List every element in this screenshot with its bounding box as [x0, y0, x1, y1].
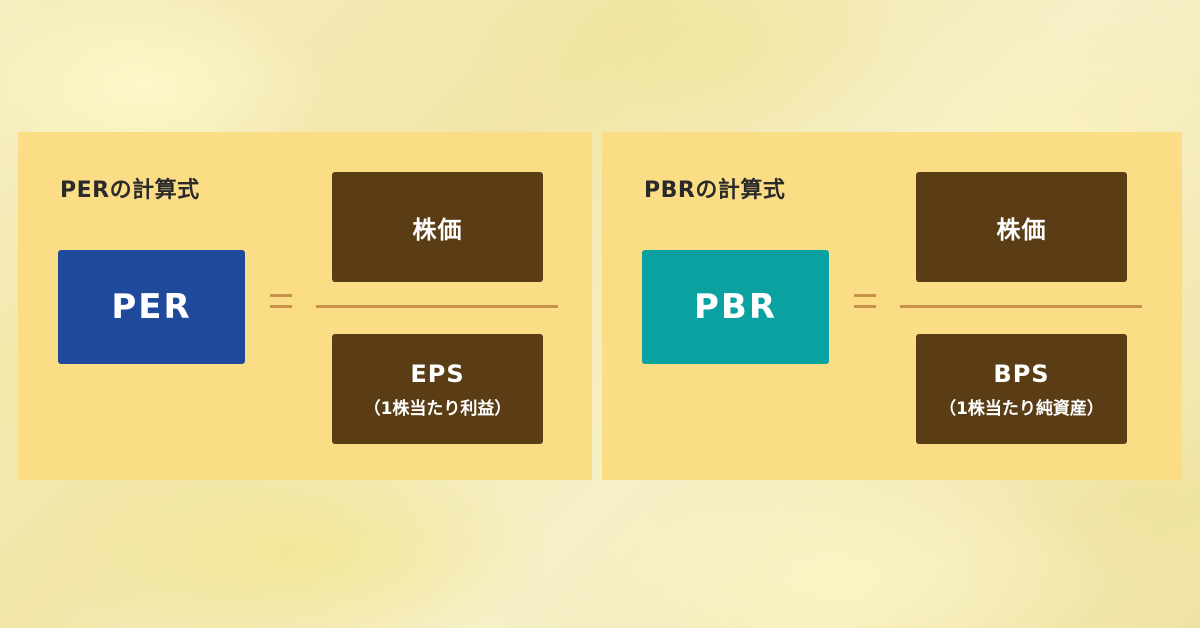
per-result-box: PER [58, 250, 245, 364]
pbr-formula-panel: PBRの計算式 PBR 株価 BPS （1株当たり純資産） [602, 132, 1182, 480]
pbr-denominator-sublabel: （1株当たり純資産） [939, 398, 1104, 419]
pbr-denominator-box: BPS （1株当たり純資産） [916, 334, 1127, 444]
pbr-numerator-label: 株価 [996, 215, 1047, 244]
pbr-numerator-box: 株価 [916, 172, 1127, 282]
pbr-fraction-line [900, 305, 1142, 308]
per-fraction-line [316, 305, 558, 308]
per-denominator-box: EPS （1株当たり利益） [332, 334, 543, 444]
per-formula-panel: PERの計算式 PER 株価 EPS （1株当たり利益） [18, 132, 592, 480]
pbr-panel-title: PBRの計算式 [644, 178, 786, 203]
per-denominator-sublabel: （1株当たり利益） [363, 398, 512, 419]
per-panel-title: PERの計算式 [60, 178, 200, 203]
per-numerator-label: 株価 [412, 215, 463, 244]
per-equals-sign [270, 294, 292, 308]
per-denominator-label: EPS [410, 359, 465, 388]
pbr-equals-sign [854, 294, 876, 308]
pbr-result-box: PBR [642, 250, 829, 364]
pbr-denominator-label: BPS [993, 359, 1050, 388]
per-numerator-box: 株価 [332, 172, 543, 282]
